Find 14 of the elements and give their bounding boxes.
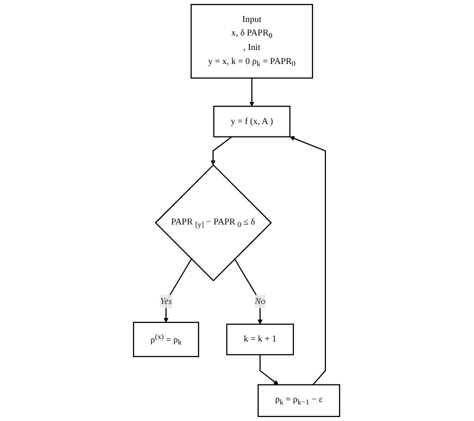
arrow (234, 258, 264, 324)
edge-label: Yes (160, 296, 172, 306)
arrow (260, 354, 280, 385)
node-box: Input x, δ PAPR$_{0}$ , Init y = x, k = 0 ρ$_{k}$ = PAPR$_{0}$ (191, 4, 314, 79)
edge-label: No (255, 296, 266, 306)
arrow (250, 78, 255, 107)
arrow (164, 258, 192, 323)
node-diamond: PAPR $_{[y]}$ − PAPR $_{0}$ ≤ δ (155, 164, 272, 282)
node-box: k = k + 1 (226, 324, 294, 356)
arrow (290, 136, 326, 386)
node-box: y = f (x, A ) (214, 106, 291, 138)
node-box: ρ$^{(x)}$ = ρ$_{k}$ (133, 322, 200, 358)
arrow (211, 136, 232, 166)
node-box: ρ$_{k}$ = ρ$_{k−1}$ − ε (258, 384, 341, 418)
